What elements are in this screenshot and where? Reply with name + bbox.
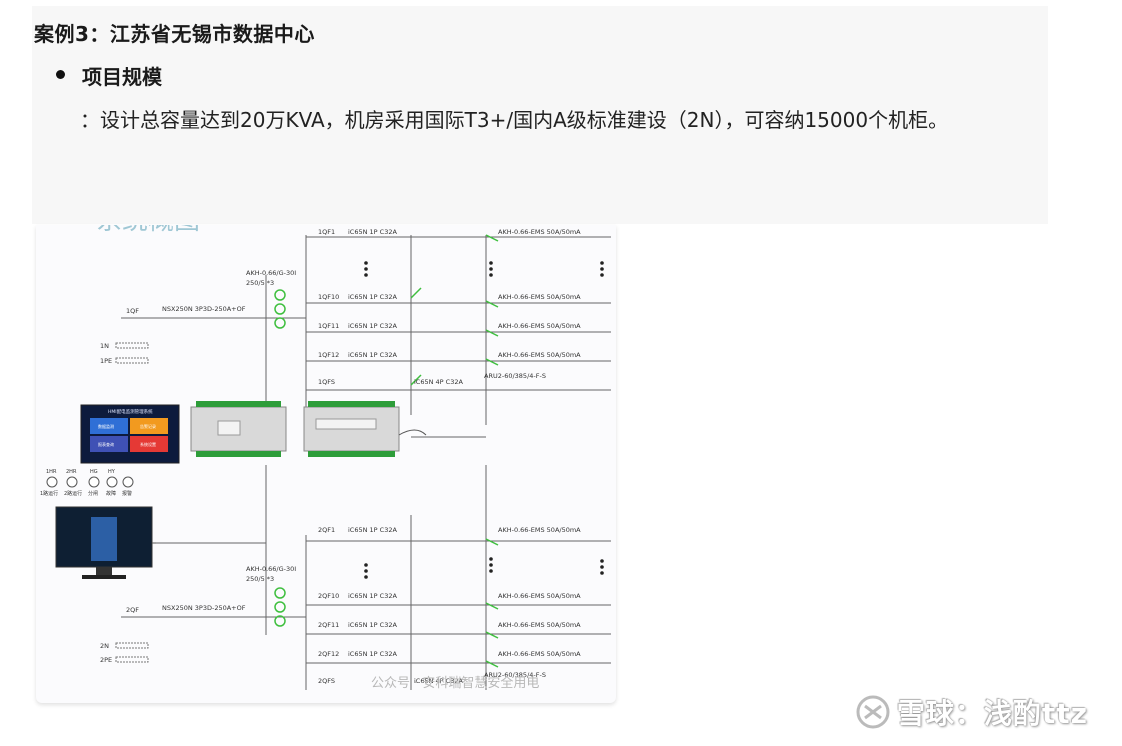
hmi-tile-label-2: 报表查询 <box>98 441 114 447</box>
footer-watermark-text: 雪球：浅酌ttz <box>896 697 1088 730</box>
label-2n: 2N <box>100 642 109 650</box>
label-1qf11-meter: AKH-0.66-EMS 50A/50mA <box>498 322 581 330</box>
indicator-caption-1: 2路运行 <box>64 490 82 497</box>
label-2qf11-spec: iC65N 1P C32A <box>348 621 397 629</box>
label-2qf12: 2QF12 <box>318 650 339 658</box>
label-1qf1-spec: iC65N 1P C32A <box>348 228 397 236</box>
hmi-tile-alarm <box>130 418 168 434</box>
section-subheading: 项目规模 <box>82 65 162 89</box>
label-1qf10: 1QF10 <box>318 293 339 301</box>
hmi-tile-data <box>90 418 128 434</box>
hmi-tile-settings <box>130 436 168 452</box>
hmi-panel: HMI配电监测管理系统 数据监测 告警记录 报表查询 系统设置 <box>80 404 180 464</box>
label-1qf12-spec: iC65N 1P C32A <box>348 351 397 359</box>
xueqiu-logo-icon <box>856 695 890 729</box>
system-diagram-image: 系统概图 <box>36 225 616 703</box>
label-2qf1: 2QF1 <box>318 526 335 534</box>
indicator-caption-3: 故障 <box>106 490 116 497</box>
article-heading: 案例3：江苏省无锡市数据中心 <box>34 22 315 46</box>
article-card <box>32 6 1048 224</box>
label-2qf-spec: NSX250N 3P3D-250A+OF <box>162 604 246 612</box>
label-2spd-spec-2: 250/5 *3 <box>246 575 274 583</box>
label-2qf11-meter: AKH-0.66-EMS 50A/50mA <box>498 621 581 629</box>
indicator-caption-2: 分闸 <box>88 490 98 497</box>
figure-watermark: 公众号 · 安科瑞智慧安全用电 <box>371 675 539 691</box>
label-1spd-spec-2: 250/5 *3 <box>246 279 274 287</box>
indicator-caption-4: 报警 <box>122 490 132 497</box>
label-2spd-spec-1: AKH-0.66/G-30I <box>246 565 296 573</box>
indicator-label-1hr: 1HR <box>46 469 57 475</box>
indicator-label-hy: HY <box>108 469 116 475</box>
din-modules <box>190 401 427 457</box>
label-1n: 1N <box>100 342 109 350</box>
label-1spd-spec-1: AKH-0.66/G-30I <box>246 269 296 277</box>
indicator-label-hg: HG <box>90 469 98 475</box>
hmi-tile-label-1: 告警记录 <box>140 423 156 429</box>
label-2qf11: 2QF11 <box>318 621 339 629</box>
label-1qf12-meter: AKH-0.66-EMS 50A/50mA <box>498 351 581 359</box>
label-1qf10-meter: AKH-0.66-EMS 50A/50mA <box>498 293 581 301</box>
label-2pe: 2PE <box>100 656 112 664</box>
hmi-panel-title: HMI配电监测管理系统 <box>108 408 153 415</box>
indicator-caption-0: 1路运行 <box>40 490 58 497</box>
label-2qf12-spec: iC65N 1P C32A <box>348 650 397 658</box>
indicator-lamps: 1HR 2HR HG HY 1路运行 2路运行 分闸 故障 报警 <box>40 469 134 497</box>
label-1pe: 1PE <box>100 357 112 365</box>
label-2qfs: 2QFS <box>318 677 335 685</box>
label-2qf10-spec: iC65N 1P C32A <box>348 592 397 600</box>
label-1qf1: 1QF1 <box>318 228 335 236</box>
hmi-tile-label-3: 系统设置 <box>140 441 156 447</box>
diagram-title-fragment: 系统概图 <box>96 225 200 236</box>
label-1qfs: 1QFS <box>318 378 335 386</box>
indicator-label-2hr: 2HR <box>66 469 77 475</box>
label-1qf12: 1QF12 <box>318 351 339 359</box>
label-2qf: 2QF <box>126 606 139 614</box>
label-1qf: 1QF <box>126 307 139 315</box>
label-1qf-spec: NSX250N 3P3D-250A+OF <box>162 305 246 313</box>
label-2qf10-meter: AKH-0.66-EMS 50A/50mA <box>498 592 581 600</box>
label-2qfs-spec: iC65N 4P C32A <box>414 677 463 685</box>
label-1qfs-spec: iC65N 4P C32A <box>414 378 463 386</box>
monitor-icon <box>55 506 156 579</box>
hmi-tile-report <box>90 436 128 452</box>
label-1qf1-meter: AKH-0.66-EMS 50A/50mA <box>498 228 581 236</box>
label-2qf12-meter: AKH-0.66-EMS 50A/50mA <box>498 650 581 658</box>
hmi-tile-label-0: 数据监测 <box>98 423 114 429</box>
label-2aru: ARU2-60/385/4-F-S <box>484 671 546 679</box>
label-1qf11: 1QF11 <box>318 322 339 330</box>
bullet-dot <box>56 70 65 79</box>
label-2qf10: 2QF10 <box>318 592 339 600</box>
label-1qf11-spec: iC65N 1P C32A <box>348 322 397 330</box>
label-1qf10-spec: iC65N 1P C32A <box>348 293 397 301</box>
label-1aru: ARU2-60/385/4-F-S <box>484 372 546 380</box>
label-2qf1-spec: iC65N 1P C32A <box>348 526 397 534</box>
wiring-diagram: 系统概图 <box>40 225 611 691</box>
label-2qf1-meter: AKH-0.66-EMS 50A/50mA <box>498 526 581 534</box>
footer-watermark: 雪球：浅酌ttz <box>855 692 1088 732</box>
section-body: ：设计总容量达到20万KVA，机房采用国际T3+/国内A级标准建设（2N），可容… <box>80 108 949 132</box>
